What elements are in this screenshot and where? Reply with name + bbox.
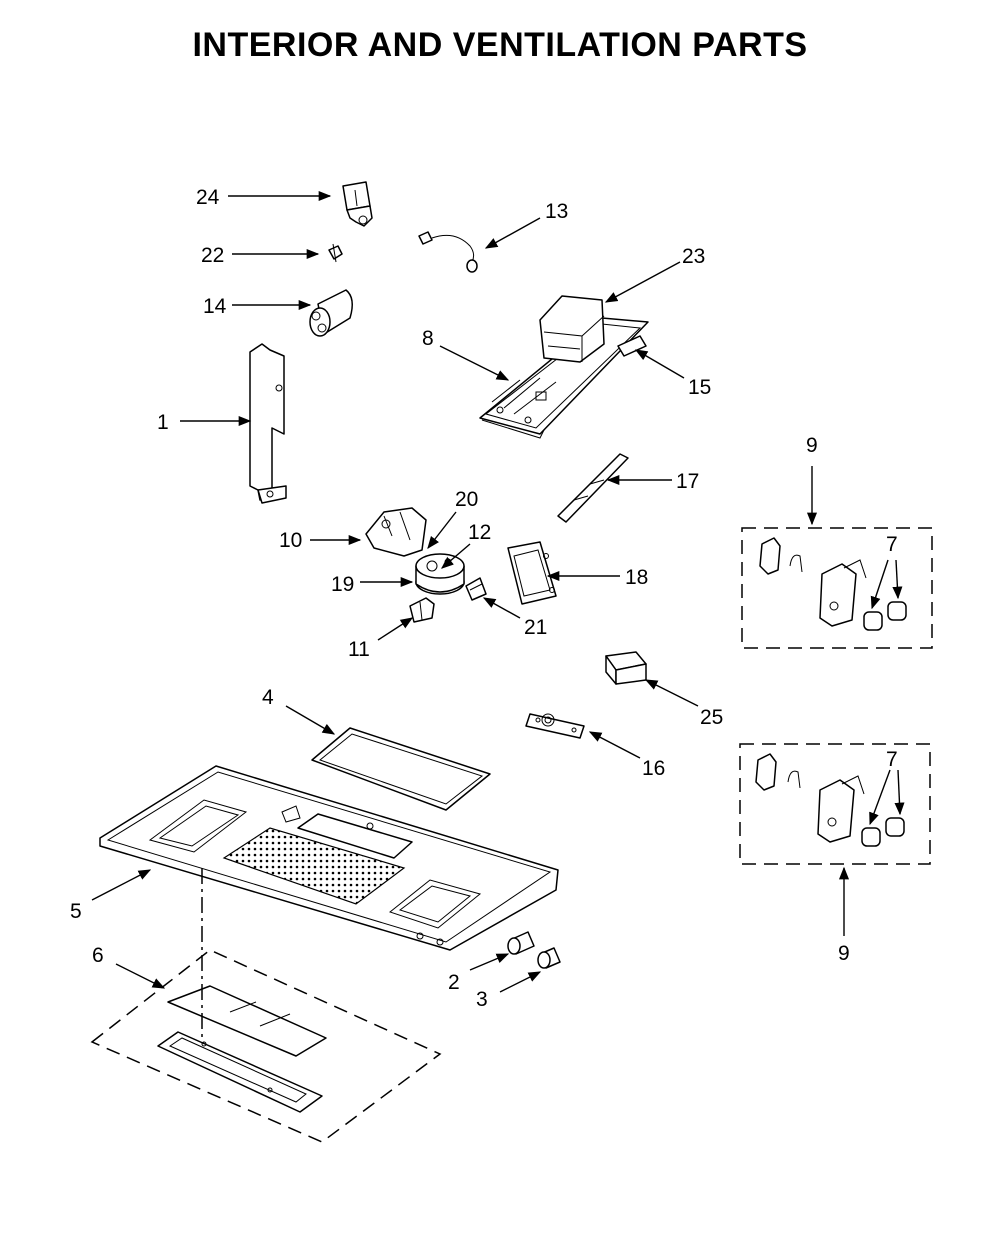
callout-1: 1 (157, 411, 169, 434)
callout-14: 14 (203, 295, 227, 318)
part-10-damper-housing[interactable] (365, 507, 427, 557)
callout-19: 19 (331, 573, 354, 596)
part-7-switch-lower[interactable] (861, 817, 905, 847)
part-4-cover-panel[interactable] (311, 727, 491, 811)
part-24-switch-holder[interactable] (342, 181, 373, 227)
callout-7-lower: 7 (886, 748, 898, 771)
filter-group-outline (90, 949, 442, 1143)
part-22-clip[interactable] (328, 243, 343, 263)
callout-22: 22 (201, 244, 224, 267)
callout-18: 18 (625, 566, 648, 589)
part-21-clip[interactable] (465, 577, 487, 601)
part-23-transformer[interactable] (539, 295, 605, 363)
part-15-diode[interactable] (617, 335, 647, 357)
part-11-bracket[interactable] (409, 597, 435, 623)
callout-21: 21 (524, 616, 547, 639)
callout-10: 10 (279, 529, 302, 552)
callout-5: 5 (70, 900, 82, 923)
part-25-block[interactable] (605, 651, 647, 685)
callout-8: 8 (422, 327, 434, 350)
part-16-plate[interactable] (525, 713, 585, 739)
callout-13: 13 (545, 200, 568, 223)
callout-labels: 24 22 14 1 13 23 8 15 17 9 7 20 12 10 19… (70, 186, 898, 1011)
part-13-wire-sensor[interactable] (418, 231, 478, 273)
part-7-switch-upper[interactable] (863, 601, 907, 631)
callout-9-lower: 9 (838, 942, 850, 965)
part-6-charcoal-filter[interactable] (157, 985, 327, 1113)
part-14-capacitor[interactable] (309, 289, 353, 337)
callout-17: 17 (676, 470, 699, 493)
callout-11: 11 (348, 638, 370, 661)
callout-20: 20 (455, 488, 478, 511)
part-18-damper-door[interactable] (507, 541, 557, 605)
part-17-rail[interactable] (557, 453, 629, 523)
part-9-switch-kit-upper[interactable] (741, 527, 933, 649)
part-5-cavity-floor[interactable] (99, 765, 559, 951)
callout-7-upper: 7 (886, 533, 898, 556)
part-19-damper-motor[interactable] (415, 553, 465, 595)
callout-4: 4 (262, 686, 274, 709)
part-1-bracket[interactable] (249, 343, 287, 504)
callout-15: 15 (688, 376, 711, 399)
leader-lines (91, 190, 905, 993)
callout-2: 2 (448, 971, 460, 994)
callout-9-upper: 9 (806, 434, 818, 457)
callout-16: 16 (642, 757, 665, 780)
part-8-base-plate[interactable] (479, 317, 649, 439)
callout-24: 24 (196, 186, 220, 209)
callout-25: 25 (700, 706, 723, 729)
part-9-switch-kit-lower[interactable] (739, 743, 931, 865)
callout-12: 12 (468, 521, 491, 544)
callout-3: 3 (476, 988, 488, 1011)
callout-23: 23 (682, 245, 705, 268)
part-3-socket[interactable] (537, 947, 561, 969)
page-title: INTERIOR AND VENTILATION PARTS (192, 26, 808, 64)
part-2-connector[interactable] (507, 931, 535, 955)
callout-6: 6 (92, 944, 104, 967)
